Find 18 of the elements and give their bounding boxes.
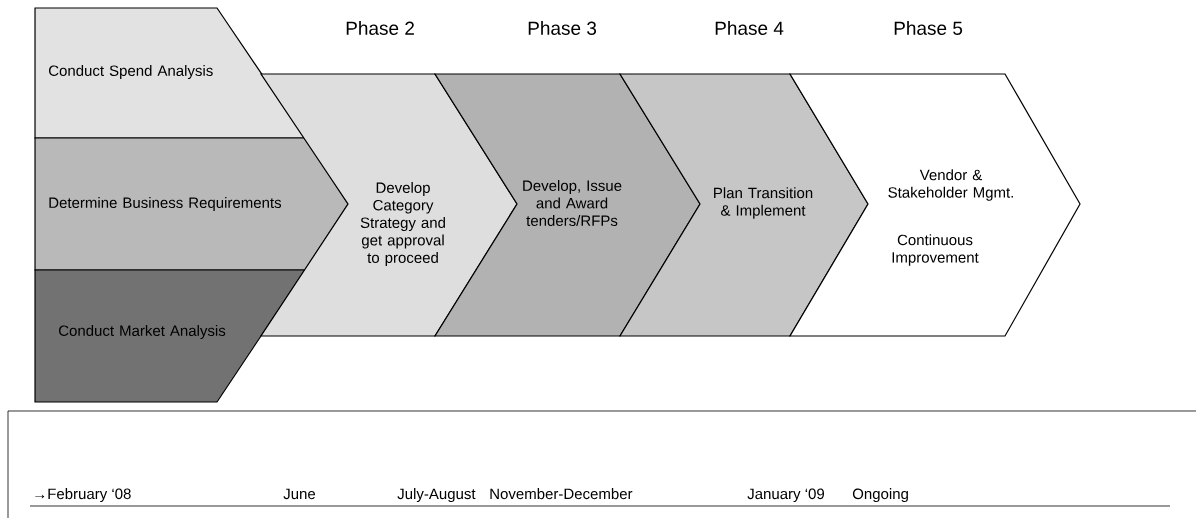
shape-text: Plan Transition & Implement	[714, 187, 813, 219]
date-text: July-August	[397, 488, 476, 503]
shape-text: Continuous Improvement	[892, 234, 979, 266]
phase-heading: Phase 5	[894, 21, 963, 35]
phase-heading: Phase 4	[715, 21, 784, 35]
date-text: November-December	[490, 488, 633, 500]
date-text: June	[283, 488, 316, 500]
shape-text: Develop Category Strategy and get approval to proceed	[360, 182, 445, 266]
phase-heading: Phase 2	[346, 21, 414, 35]
date-text: Ongoing	[852, 488, 908, 503]
shape-text: Determine Business Requirements	[49, 197, 282, 211]
date-text: January ‘09	[747, 488, 824, 503]
shape-text: Conduct Market Analysis	[59, 325, 226, 339]
date-text: →February ‘08	[35, 488, 131, 503]
shape-text: Develop, Issue and Award tenders/RFPs	[523, 180, 622, 226]
shape-text: Conduct Spend Analysis	[49, 65, 213, 79]
phase-heading: Phase 3	[528, 21, 597, 35]
shape-text: Vendor & Stakeholder Mgmt.	[888, 169, 1013, 201]
